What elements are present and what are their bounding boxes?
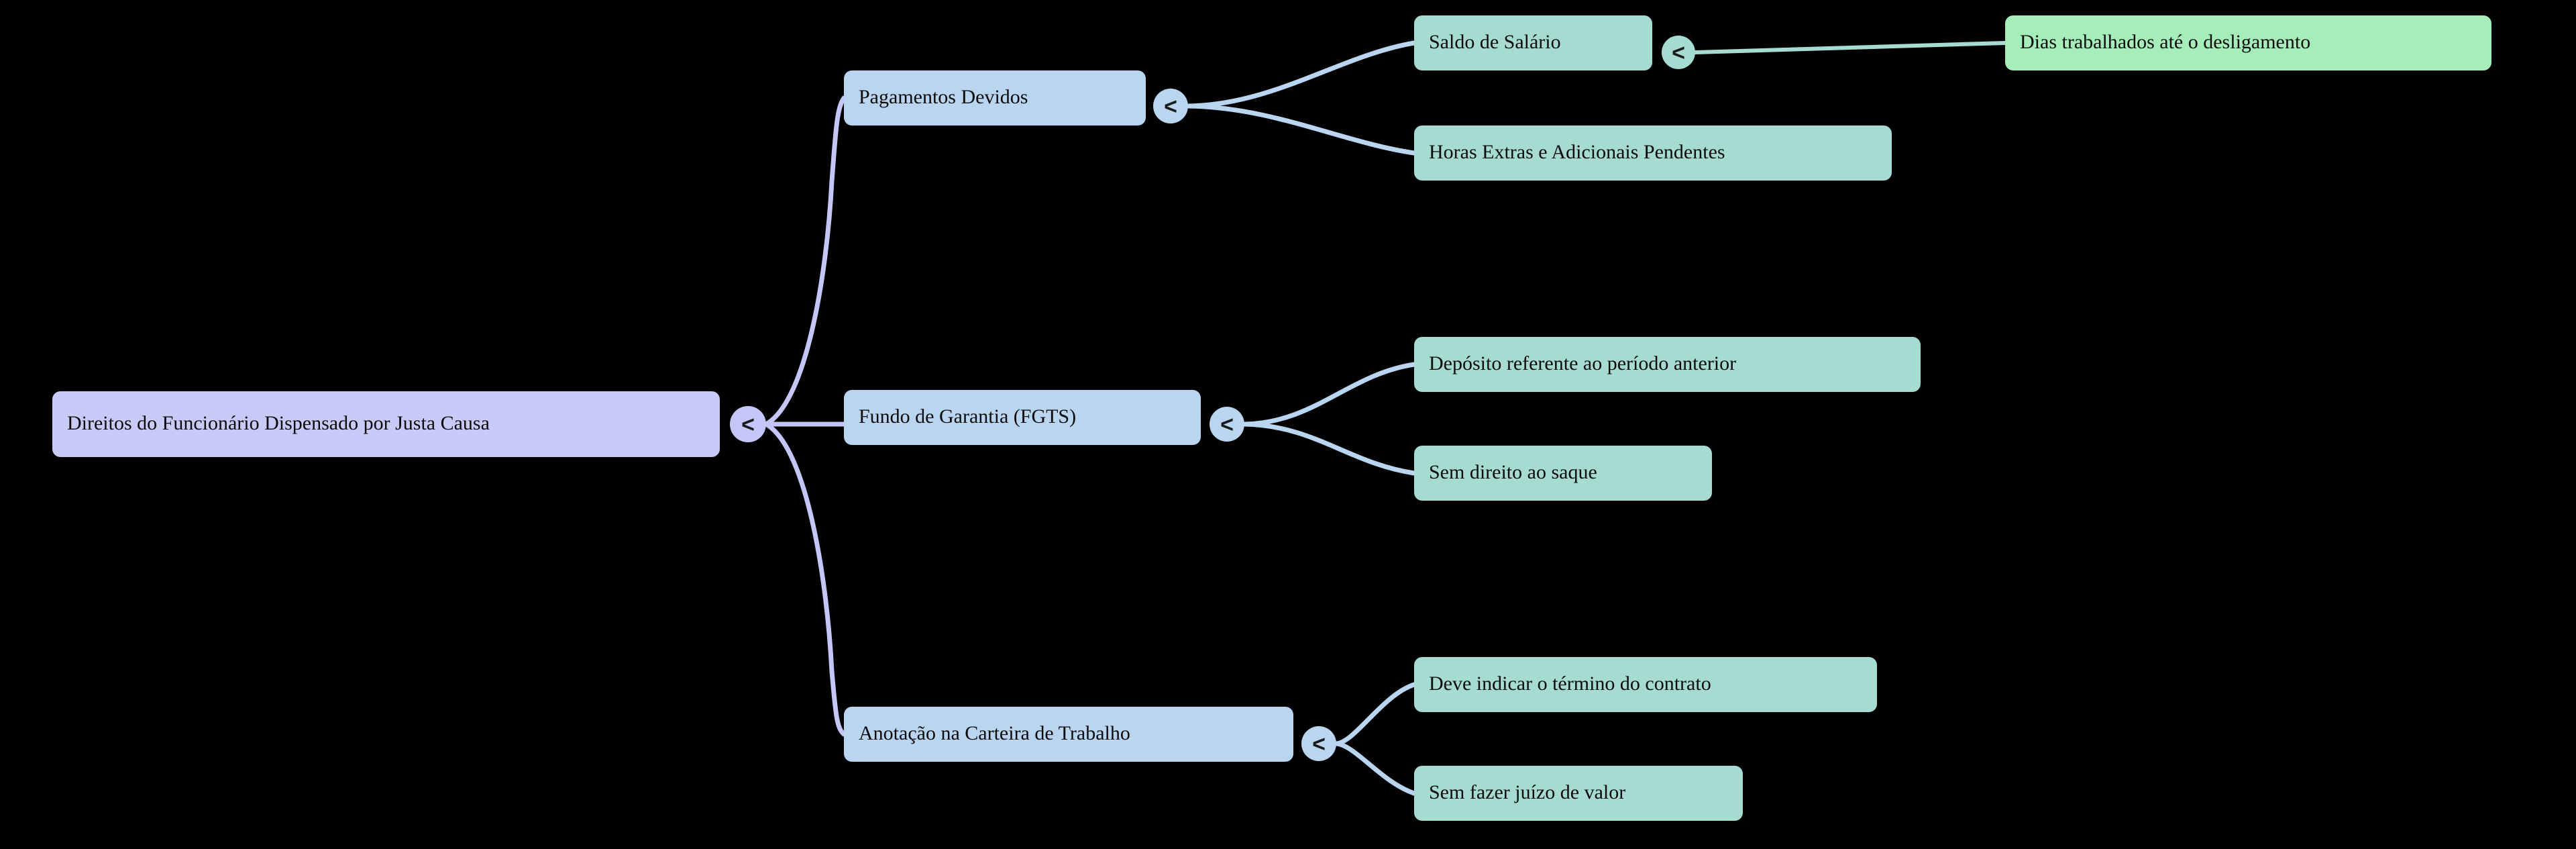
edge-root-to-pagamentos [763, 95, 847, 427]
node-box-saldo[interactable] [1414, 15, 1652, 70]
collapse-chevron-left-icon[interactable] [1301, 726, 1336, 761]
toggle-pagamentos[interactable]: < [1153, 89, 1188, 123]
node-root[interactable]: Direitos do Funcionário Dispensado por J… [52, 391, 766, 457]
toggle-root[interactable]: < [730, 406, 766, 442]
node-label-saque: Sem direito ao saque [1429, 461, 1597, 483]
node-label-anotacao: Anotação na Carteira de Trabalho [859, 722, 1130, 744]
node-label-root: Direitos do Funcionário Dispensado por J… [67, 412, 490, 434]
node-label-dias: Dias trabalhados até o desligamento [2020, 31, 2310, 53]
edge-fgts-to-deposito [1242, 362, 1417, 427]
node-box-root[interactable] [52, 391, 720, 457]
node-horas[interactable]: Horas Extras e Adicionais Pendentes [1414, 126, 1892, 181]
toggle-anotacao[interactable]: < [1301, 726, 1336, 761]
node-juizo[interactable]: Sem fazer juízo de valor [1414, 766, 1743, 821]
node-box-termino[interactable] [1414, 657, 1877, 712]
nodes-layer: Direitos do Funcionário Dispensado por J… [52, 15, 2491, 821]
node-deposito[interactable]: Depósito referente ao período anterior [1414, 337, 1921, 392]
node-label-saldo: Saldo de Salário [1429, 31, 1561, 53]
edge-fgts-to-saque [1242, 421, 1417, 476]
edge-anotacao-to-juizo [1334, 741, 1417, 796]
node-dias[interactable]: Dias trabalhados até o desligamento [2005, 15, 2491, 70]
edge-saldo-to-dias [1693, 41, 2007, 54]
edge-pagamentos-to-horas [1185, 103, 1417, 156]
node-saldo[interactable]: Saldo de Salário < [1414, 15, 1695, 70]
collapse-chevron-left-icon[interactable] [1153, 89, 1188, 123]
collapse-chevron-left-icon[interactable] [730, 406, 766, 442]
edge-anotacao-to-termino [1334, 682, 1417, 746]
edges-layer [763, 40, 2007, 796]
node-pagamentos[interactable]: Pagamentos Devidos < [844, 70, 1188, 126]
node-anotacao[interactable]: Anotação na Carteira de Trabalho < [844, 707, 1336, 762]
node-box-pagamentos[interactable] [844, 70, 1146, 126]
node-box-deposito[interactable] [1414, 337, 1921, 392]
node-box-juizo[interactable] [1414, 766, 1743, 821]
edge-pagamentos-to-saldo [1185, 40, 1417, 109]
node-box-horas[interactable] [1414, 126, 1892, 181]
edge-root-to-anotacao [763, 421, 847, 737]
node-label-termino: Deve indicar o término do contrato [1429, 672, 1711, 695]
node-box-dias[interactable] [2005, 15, 2491, 70]
node-saque[interactable]: Sem direito ao saque [1414, 446, 1712, 501]
toggle-fgts[interactable]: < [1210, 407, 1244, 442]
node-label-fgts: Fundo de Garantia (FGTS) [859, 405, 1076, 428]
node-fgts[interactable]: Fundo de Garantia (FGTS) < [844, 390, 1244, 445]
node-box-saque[interactable] [1414, 446, 1712, 501]
collapse-chevron-left-icon[interactable] [1662, 36, 1695, 69]
toggle-saldo[interactable]: < [1662, 36, 1695, 69]
collapse-chevron-left-icon[interactable] [1210, 407, 1244, 442]
node-label-deposito: Depósito referente ao período anterior [1429, 352, 1736, 374]
node-label-juizo: Sem fazer juízo de valor [1429, 781, 1625, 803]
node-box-anotacao[interactable] [844, 707, 1293, 762]
node-label-horas: Horas Extras e Adicionais Pendentes [1429, 141, 1725, 163]
node-termino[interactable]: Deve indicar o término do contrato [1414, 657, 1877, 712]
node-box-fgts[interactable] [844, 390, 1201, 445]
node-label-pagamentos: Pagamentos Devidos [859, 86, 1028, 108]
